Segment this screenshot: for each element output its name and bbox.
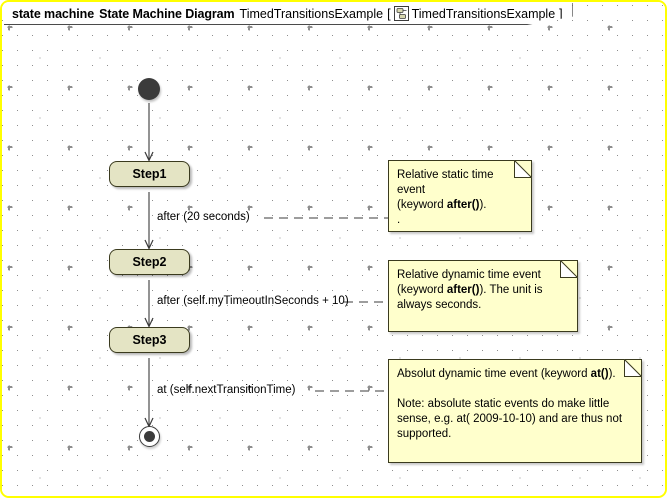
note3-line3: Note: absolute static events do make lit… (397, 398, 610, 410)
note3-line1: Absolut dynamic time event (keyword at()… (397, 367, 633, 382)
state-machine-icon (393, 6, 409, 21)
transition-label-at-nexttransitiontime[interactable]: at (self.nextTransitionTime) (157, 384, 296, 396)
bracket-close: ] (559, 6, 563, 21)
transition-label-after-mytimeoutinseconds[interactable]: after (self.myTimeoutInSeconds + 10) (157, 295, 349, 307)
state-step3[interactable]: Step3 (109, 327, 190, 353)
note1-line2-a: (keyword (397, 199, 447, 211)
diagram-type-label: State Machine Diagram (99, 6, 235, 21)
final-state-inner (144, 431, 155, 442)
note-relative-static-time-event[interactable]: Relative static time event (keyword afte… (388, 160, 532, 232)
note3-line4: sense, e.g. at( 2009-10-10) and are thus… (397, 413, 623, 425)
transition-label-after-20-seconds[interactable]: after (20 seconds) (157, 211, 250, 223)
note2-line3: always seconds. (397, 299, 482, 311)
note3-line5: supported. (397, 428, 452, 440)
note1-line3: . (397, 214, 401, 226)
note-fold-line (624, 359, 642, 377)
initial-state[interactable] (138, 78, 160, 100)
state-step3-label: Step3 (132, 333, 167, 347)
note1-keyword-after: after() (446, 199, 480, 211)
state-step2-label: Step2 (132, 255, 167, 269)
state-step1[interactable]: Step1 (109, 161, 190, 187)
bracket-open: [ (387, 6, 391, 21)
note2-line2-a: (keyword (397, 284, 447, 296)
note-fold-line (560, 260, 578, 278)
note2-line2: (keyword after()). The unit is (397, 283, 569, 298)
note3-line1-c: ). (608, 368, 616, 380)
note1-line1: Relative static time event (397, 169, 494, 196)
final-state[interactable] (139, 426, 160, 447)
note-absolute-dynamic-time-event[interactable]: Absolut dynamic time event (keyword at()… (388, 359, 642, 463)
note2-line2-c: ). The unit is (479, 284, 543, 296)
diagram-header-tab[interactable]: state machine State Machine Diagram Time… (4, 3, 573, 25)
note3-keyword-at: at() (590, 368, 609, 380)
state-step2[interactable]: Step2 (109, 249, 190, 275)
note-relative-dynamic-time-event[interactable]: Relative dynamic time event (keyword aft… (388, 260, 578, 332)
diagram-kind-label: state machine (12, 6, 95, 21)
diagram-name-label: TimedTransitionsExample (239, 6, 384, 21)
diagram-context-label: TimedTransitionsExample (411, 6, 556, 21)
note3-line1-a: Absolut dynamic time event (keyword (397, 368, 591, 380)
note1-line2-c: ). (479, 199, 487, 211)
note-fold-line (514, 160, 532, 178)
note1-line2: (keyword after()). (397, 198, 523, 213)
note2-keyword-after: after() (446, 284, 480, 296)
note2-line1: Relative dynamic time event (397, 269, 541, 281)
state-step1-label: Step1 (132, 167, 167, 181)
